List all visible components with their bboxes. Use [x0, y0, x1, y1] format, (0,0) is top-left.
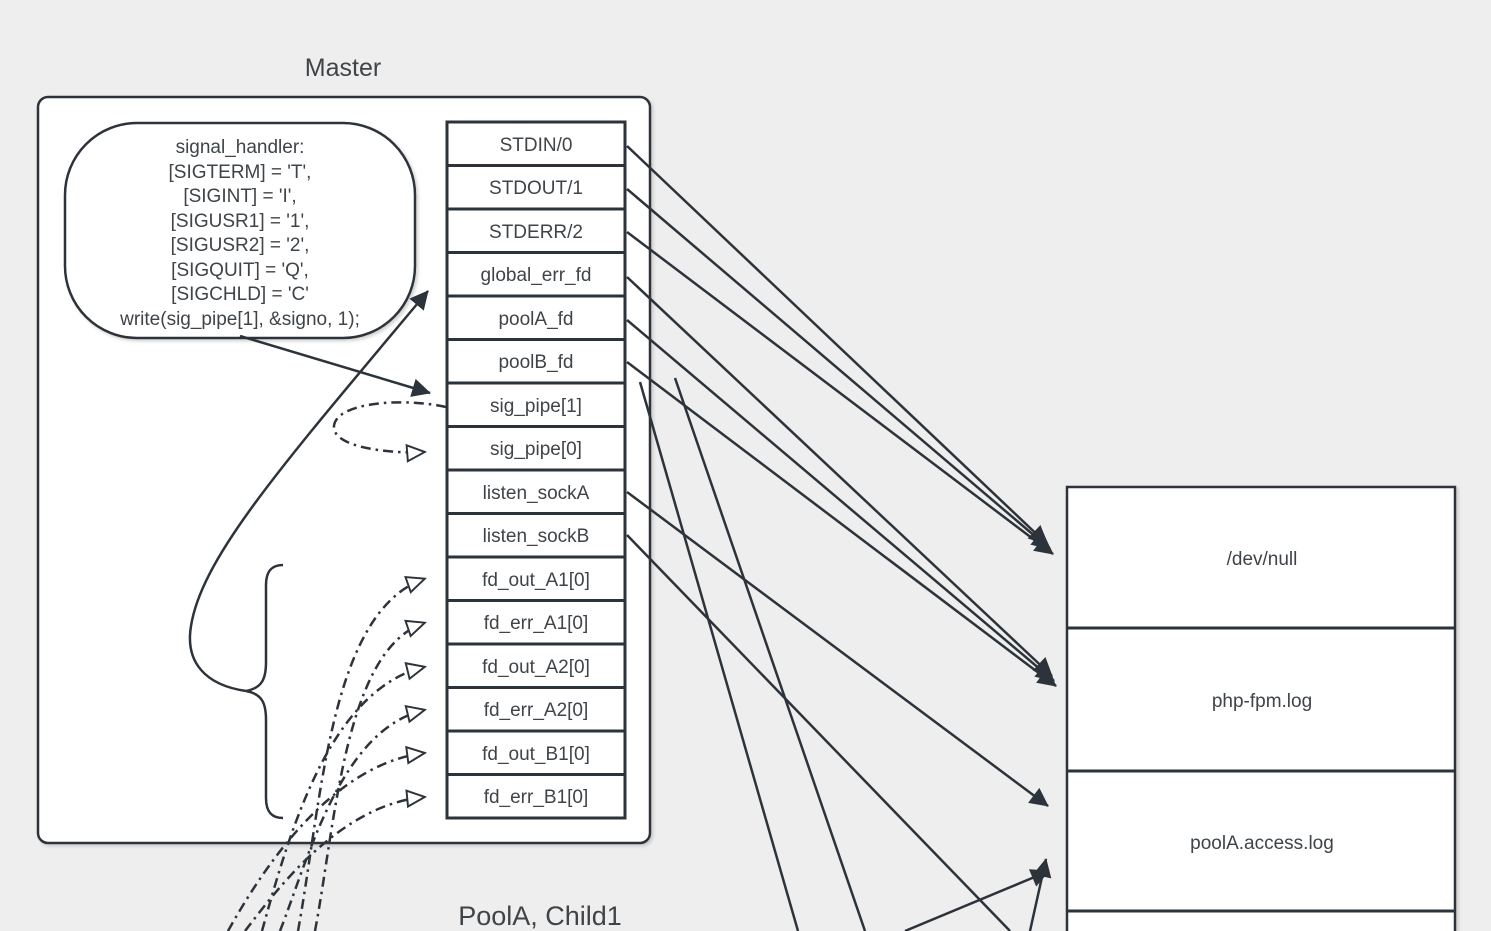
files-box: [1065, 485, 1457, 931]
bubble-line: [SIGTERM] = 'T',: [169, 162, 312, 183]
fd-row-fd-err-B1: fd_err_B1[0]: [484, 787, 589, 808]
fd-row-fd-out-A1: fd_out_A1[0]: [482, 570, 590, 591]
arrow-listen-sockA-to-poolA-access-log: [626, 490, 1049, 808]
arrow-stdout-to-devnull: [626, 188, 1051, 550]
fd-row-fd-out-B1: fd_out_B1[0]: [482, 744, 590, 765]
fd-row-global-err: global_err_fd: [481, 265, 592, 286]
line-poolB-fd-to-child: [673, 377, 867, 931]
master-title: Master: [305, 54, 381, 82]
child-title: PoolA, Child1: [458, 901, 622, 931]
file-php-fpm-log: php-fpm.log: [1212, 691, 1312, 712]
fd-row-poolA-fd: poolA_fd: [498, 309, 573, 330]
bubble-line: [SIGINT] = 'I',: [183, 186, 296, 207]
arrow-stdin-to-devnull: [626, 145, 1048, 545]
bubble-line: [SIGUSR2] = '2',: [171, 235, 310, 256]
fd-row-poolB-fd: poolB_fd: [498, 352, 573, 373]
arrow-child-err-to-poolA-access-log: [904, 869, 1050, 931]
line-poolA-fd-to-child: [638, 381, 800, 931]
fd-row-listen-sockA: listen_sockA: [483, 483, 590, 504]
fd-row-fd-err-A1: fd_err_A1[0]: [484, 613, 589, 634]
bubble-line: signal_handler:: [176, 137, 305, 158]
fd-row-listen-sockB: listen_sockB: [483, 526, 590, 547]
fd-row-sig-pipe-0: sig_pipe[0]: [490, 439, 582, 460]
arrow-child-to-fd-err-B1: [244, 797, 424, 931]
fd-row-stdout: STDOUT/1: [489, 178, 583, 199]
bubble-line: write(sig_pipe[1], &signo, 1);: [119, 309, 360, 330]
arrow-poolB-fd-to-phpfpm-log: [626, 361, 1057, 687]
line-listen-sockB-to-child: [626, 534, 1011, 931]
arrow-child-to-fd-out-A2: [260, 667, 424, 931]
arrow-child-to-fd-err-A2: [278, 710, 424, 931]
arrow-brace-to-global-err-fd: [188, 290, 429, 693]
arrow-stderr-to-devnull: [626, 231, 1054, 555]
fd-row-sig-pipe-1: sig_pipe[1]: [490, 396, 582, 417]
file-dev-null: /dev/null: [1227, 549, 1298, 570]
signal-handler-bubble: [63, 121, 417, 340]
bubble-line: [SIGQUIT] = 'Q',: [171, 260, 309, 281]
file-poolA-access-log: poolA.access.log: [1190, 833, 1334, 854]
arrow-signal-handler-to-sig-pipe1: [239, 334, 431, 397]
fd-row-stdin: STDIN/0: [500, 135, 573, 156]
bubble-line: [SIGCHLD] = 'C': [171, 284, 309, 305]
arrow-child-to-fd-out-B1: [226, 753, 424, 931]
arrow-global-err-to-phpfpm-log: [626, 276, 1053, 677]
fd-row-fd-out-A2: fd_out_A2[0]: [482, 657, 590, 678]
fd-row-fd-err-A2: fd_err_A2[0]: [484, 700, 589, 721]
bubble-line: [SIGUSR1] = '1',: [171, 211, 310, 232]
fd-row-stderr: STDERR/2: [489, 222, 583, 243]
arrow-sig-pipe-loop: [332, 401, 447, 452]
arrow-child-to-fd-err-A1: [313, 623, 424, 931]
arrow-poolA-fd-to-phpfpm-log: [626, 319, 1055, 682]
